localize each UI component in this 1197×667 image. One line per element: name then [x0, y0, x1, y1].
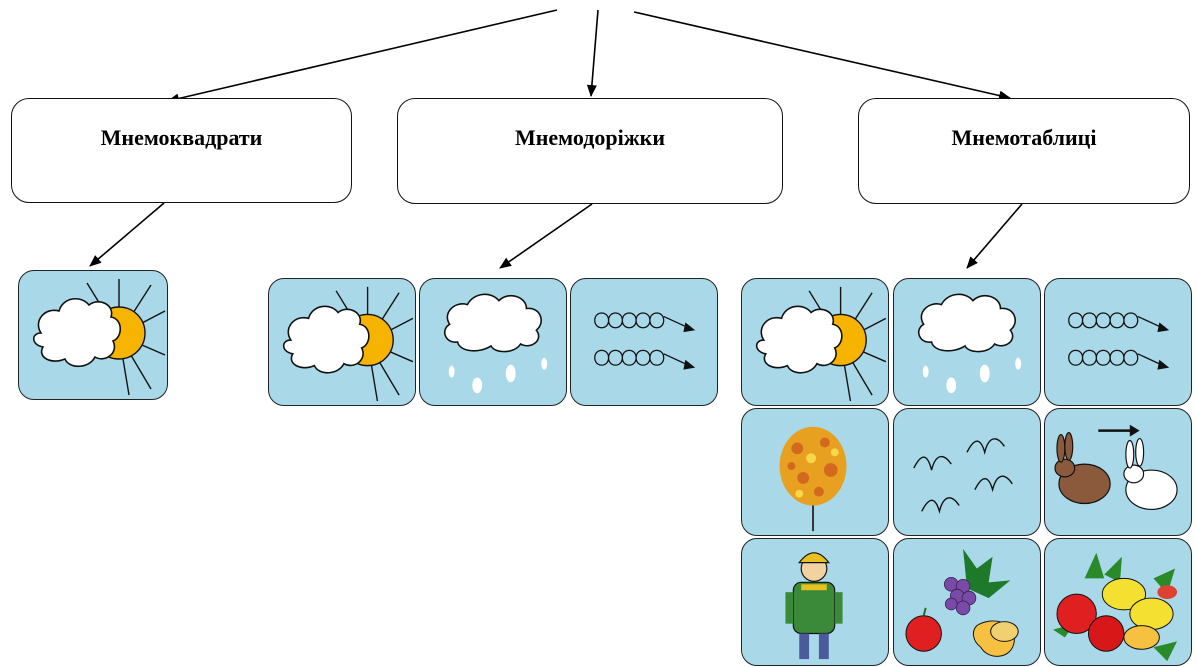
rain-cloud-icon: [894, 279, 1040, 405]
wind-icon: [1045, 279, 1191, 405]
cloud-sun-icon: [742, 279, 888, 405]
child-warm-clothes-icon: [742, 539, 888, 665]
arrow-tables-to-tiles: [966, 203, 1023, 269]
arrow-to-tracks: [586, 9, 599, 97]
hare-color-change-icon: [1045, 409, 1191, 535]
tile-tables-3: [1044, 278, 1192, 406]
tile-tables-1: [741, 278, 889, 406]
tile-tables-7: [741, 538, 889, 666]
category-box-squares: Мнемоквадрати: [11, 98, 352, 203]
autumn-tree-icon: [742, 409, 888, 535]
birds-icon: [894, 409, 1040, 535]
arrow-to-tables: [633, 11, 1011, 101]
tile-tables-6: [1044, 408, 1192, 536]
wind-icon: [571, 279, 717, 405]
fruits-icon: [894, 539, 1040, 665]
arrow-to-squares: [167, 9, 558, 104]
cloud-sun-icon: [269, 279, 415, 405]
vegetables-icon: [1045, 539, 1191, 665]
tile-tracks-1: [268, 278, 416, 406]
tile-tables-2: [893, 278, 1041, 406]
tile-tracks-2: [419, 278, 567, 406]
rain-cloud-icon: [420, 279, 566, 405]
tile-squares-1: [18, 270, 168, 400]
arrow-squares-to-tiles: [89, 202, 165, 267]
category-box-tables: Мнемотаблиці: [858, 98, 1190, 204]
arrow-tracks-to-tiles: [499, 203, 593, 269]
category-label-tables: Мнемотаблиці: [951, 125, 1097, 150]
category-box-tracks: Мнемодоріжки: [397, 98, 783, 204]
tile-tables-8: [893, 538, 1041, 666]
tile-tables-4: [741, 408, 889, 536]
cloud-sun-icon: [19, 271, 167, 399]
category-label-squares: Мнемоквадрати: [100, 125, 263, 150]
tile-tables-9: [1044, 538, 1192, 666]
category-label-tracks: Мнемодоріжки: [514, 125, 666, 150]
tile-tracks-3: [570, 278, 718, 406]
tile-tables-5: [893, 408, 1041, 536]
